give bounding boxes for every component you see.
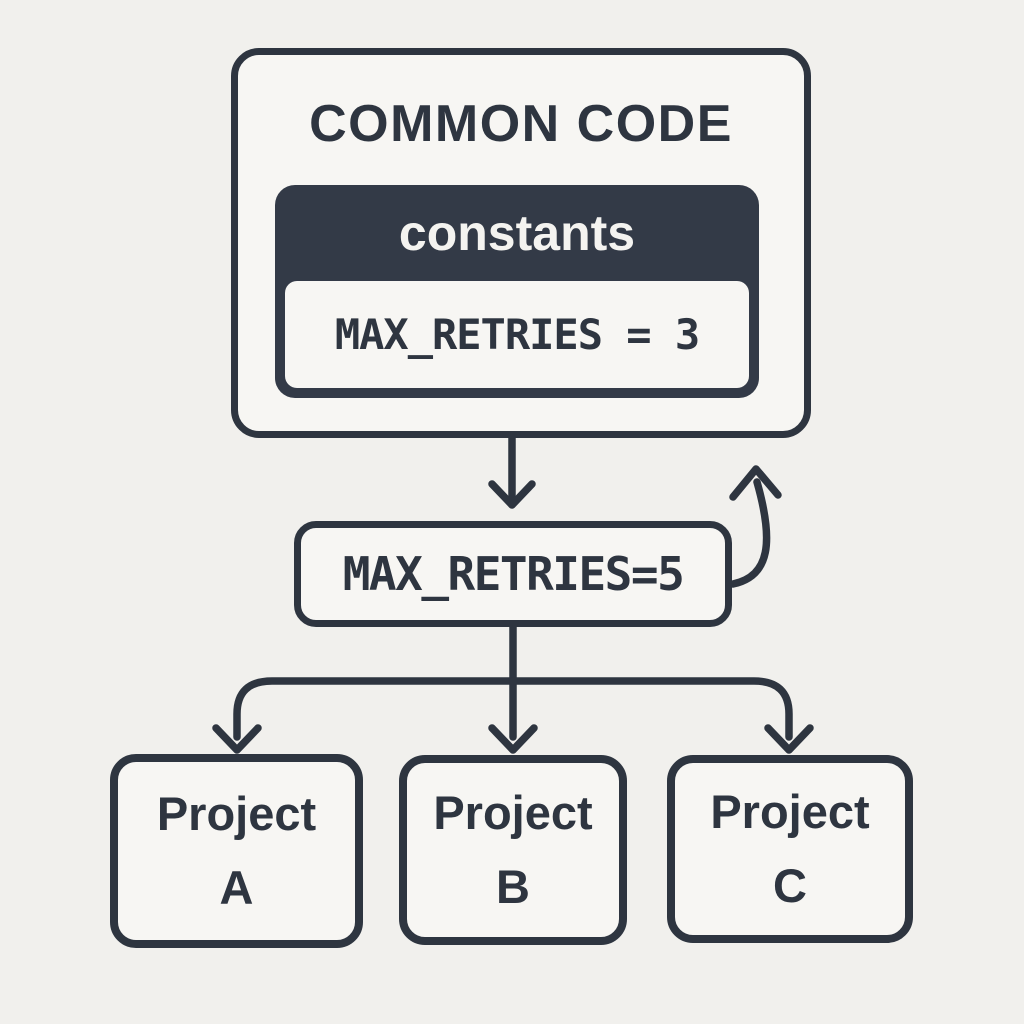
arrow-branch-project-b-icon: [488, 677, 538, 754]
project-c-label: Project: [710, 785, 870, 838]
project-a-variant: A: [219, 861, 254, 914]
project-b-label: Project: [433, 786, 593, 839]
arrow-branch-project-c-icon: [509, 677, 814, 754]
project-a-label: Project: [156, 787, 317, 840]
constants-module-header: constants: [398, 205, 636, 261]
constants-module-value: MAX_RETRIES = 3: [285, 281, 749, 388]
project-b-box: Project B: [399, 755, 627, 945]
constants-module-card: constants MAX_RETRIES = 3: [275, 185, 759, 398]
arrow-override-loop-up-icon: [729, 465, 782, 588]
arrow-branch-project-a-icon: [212, 677, 517, 754]
project-b-variant: B: [496, 860, 530, 913]
common-code-title: COMMON CODE: [309, 95, 733, 153]
project-c-variant: C: [773, 859, 807, 912]
common-code-box: COMMON CODE constants MAX_RETRIES = 3: [231, 48, 811, 438]
project-a-box: Project A: [110, 754, 363, 948]
override-box: MAX_RETRIES=5: [294, 521, 732, 627]
project-c-box: Project C: [667, 755, 913, 943]
